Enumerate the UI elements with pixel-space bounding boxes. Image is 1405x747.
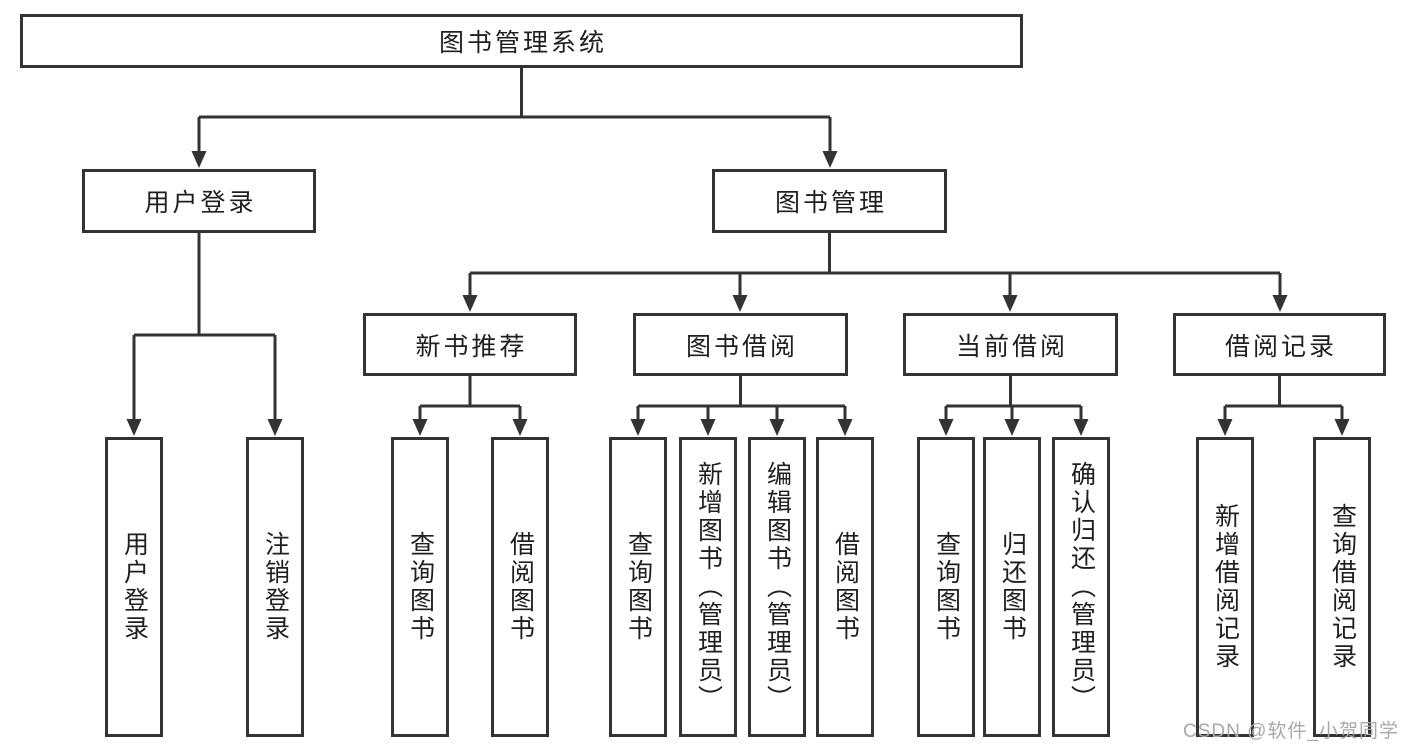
- leaf-borrow-books-borrowing: 借阅图书: [816, 437, 874, 737]
- leaf-edit-books-admin: 编辑图书（管理员）: [748, 437, 806, 737]
- node-library-management-system: 图书管理系统: [20, 14, 1023, 68]
- connector-current-borrow-to-leaves: [938, 376, 1089, 436]
- leaf-return-books: 归还图书: [983, 437, 1041, 737]
- csdn-watermark: CSDN @软件_小贺同学: [1183, 721, 1399, 742]
- connector-book-borrow-to-leaves: [630, 376, 853, 436]
- connector-user-login-to-leaves: [126, 233, 283, 436]
- leaf-user-login: 用户登录: [105, 437, 163, 737]
- connector-root-to-branches: [191, 68, 838, 168]
- node-book-borrowing: 图书借阅: [633, 313, 848, 376]
- connector-book-management-to-sections: [462, 233, 1288, 312]
- leaf-borrow-books-recommend: 借阅图书: [491, 437, 549, 737]
- leaf-query-books-recommend: 查询图书: [391, 437, 449, 737]
- leaf-query-books-borrowing: 查询图书: [609, 437, 667, 737]
- connector-new-book-rec-to-leaves: [412, 376, 528, 436]
- leaf-add-books-admin: 新增图书（管理员）: [679, 437, 737, 737]
- node-current-borrowing: 当前借阅: [903, 313, 1118, 376]
- node-new-book-recommendation: 新书推荐: [363, 313, 577, 376]
- connector-borrow-record-to-leaves: [1217, 376, 1350, 436]
- node-borrowing-records: 借阅记录: [1173, 313, 1386, 376]
- node-user-login: 用户登录: [82, 169, 316, 233]
- leaf-confirm-return-admin: 确认归还（管理员）: [1052, 437, 1110, 737]
- leaf-logout: 注销登录: [246, 437, 304, 737]
- node-book-management: 图书管理: [712, 169, 947, 233]
- leaf-add-borrow-record: 新增借阅记录: [1196, 437, 1254, 737]
- leaf-query-books-current: 查询图书: [917, 437, 975, 737]
- leaf-query-borrow-record: 查询借阅记录: [1313, 437, 1371, 737]
